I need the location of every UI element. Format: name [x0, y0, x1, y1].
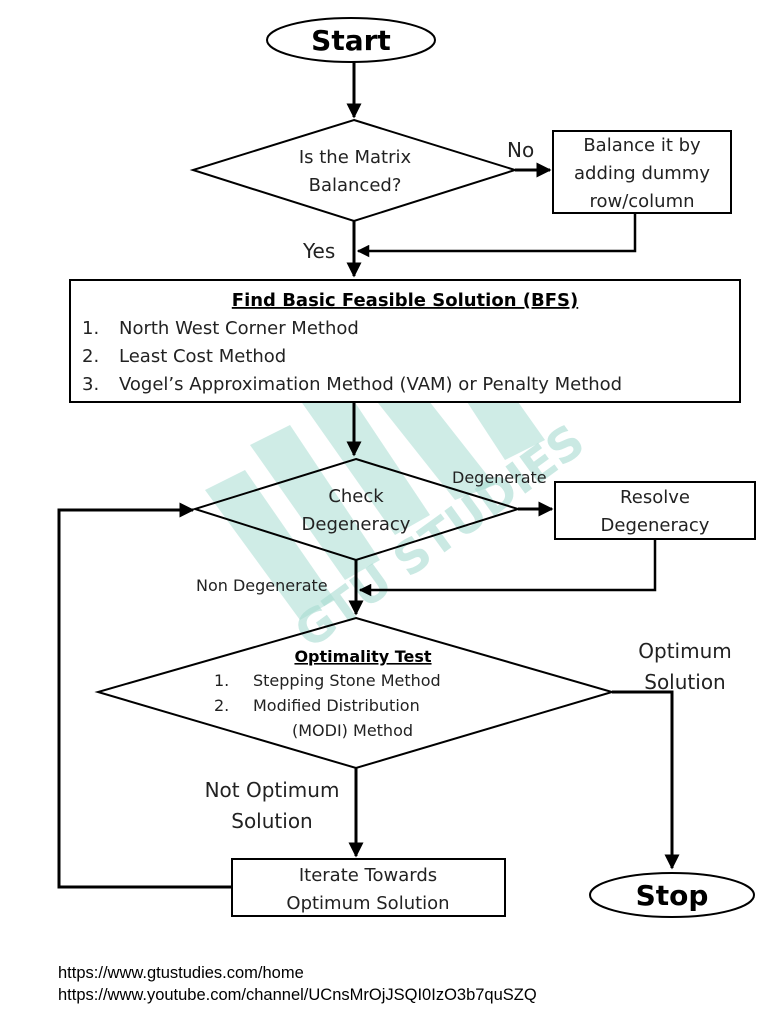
bfs-item-2-num: 2.	[82, 346, 99, 367]
optimum-label-line2: Solution	[644, 670, 725, 694]
check-degeneracy-line2: Degeneracy	[302, 514, 411, 535]
no-label: No	[507, 138, 534, 162]
stop-label: Stop	[636, 879, 709, 912]
optimum-label-line1: Optimum	[638, 639, 731, 663]
iterate-box-line1: Iterate Towards	[299, 865, 437, 886]
bfs-box	[69, 279, 741, 403]
balance-dummy-box	[552, 130, 732, 214]
resolve-box-line2: Degeneracy	[601, 515, 710, 536]
not-optimum-label-line2: Solution	[231, 809, 312, 833]
non-degenerate-label: Non Degenerate	[196, 576, 328, 595]
iterate-box	[231, 858, 506, 917]
stop-terminal	[589, 872, 755, 918]
arrow-optimum	[612, 690, 680, 870]
start-terminal	[266, 17, 436, 63]
balance-box-line3: row/column	[589, 191, 694, 212]
balanced-question-line1: Is the Matrix	[299, 147, 412, 168]
bfs-title: Find Basic Feasible Solution (BFS)	[232, 290, 578, 311]
optimality-item-1-num: 1.	[214, 671, 229, 690]
optimality-item-2-num: 2.	[214, 696, 229, 715]
resolve-box-line1: Resolve	[620, 487, 690, 508]
balance-box-line1: Balance it by	[583, 135, 701, 156]
optimality-test-decision	[94, 616, 616, 770]
optimality-item-2-cont: (MODI) Method	[292, 721, 413, 740]
bfs-item-1-num: 1.	[82, 318, 99, 339]
iterate-box-line2: Optimum Solution	[286, 893, 449, 914]
url-youtube[interactable]: https://www.youtube.com/channel/UCnsMrOj…	[58, 986, 537, 1004]
yes-label: Yes	[302, 239, 335, 263]
url-website[interactable]: https://www.gtustudies.com/home	[58, 964, 304, 982]
optimality-title: Optimality Test	[294, 647, 431, 666]
bfs-item-2-text: Least Cost Method	[119, 346, 286, 367]
start-label: Start	[311, 24, 391, 57]
arrow-iterate-loop	[57, 502, 232, 889]
arrow-balance-return	[356, 213, 637, 258]
balanced-question-line2: Balanced?	[309, 175, 402, 196]
check-degeneracy-line1: Check	[328, 486, 384, 507]
bfs-item-1-text: North West Corner Method	[119, 318, 359, 339]
bfs-item-3-text: Vogel’s Approximation Method (VAM) or Pe…	[119, 374, 622, 395]
degenerate-label: Degenerate	[452, 468, 547, 487]
optimality-item-1-text: Stepping Stone Method	[253, 671, 441, 690]
balanced-decision	[189, 118, 519, 223]
optimality-item-2-text: Modified Distribution	[253, 696, 420, 715]
bfs-item-3-num: 3.	[82, 374, 99, 395]
source-urls: https://www.gtustudies.com/home https://…	[58, 962, 537, 1006]
balance-box-line2: adding dummy	[574, 163, 710, 184]
arrow-resolve-return	[358, 539, 657, 597]
not-optimum-label-line1: Not Optimum	[205, 778, 340, 802]
